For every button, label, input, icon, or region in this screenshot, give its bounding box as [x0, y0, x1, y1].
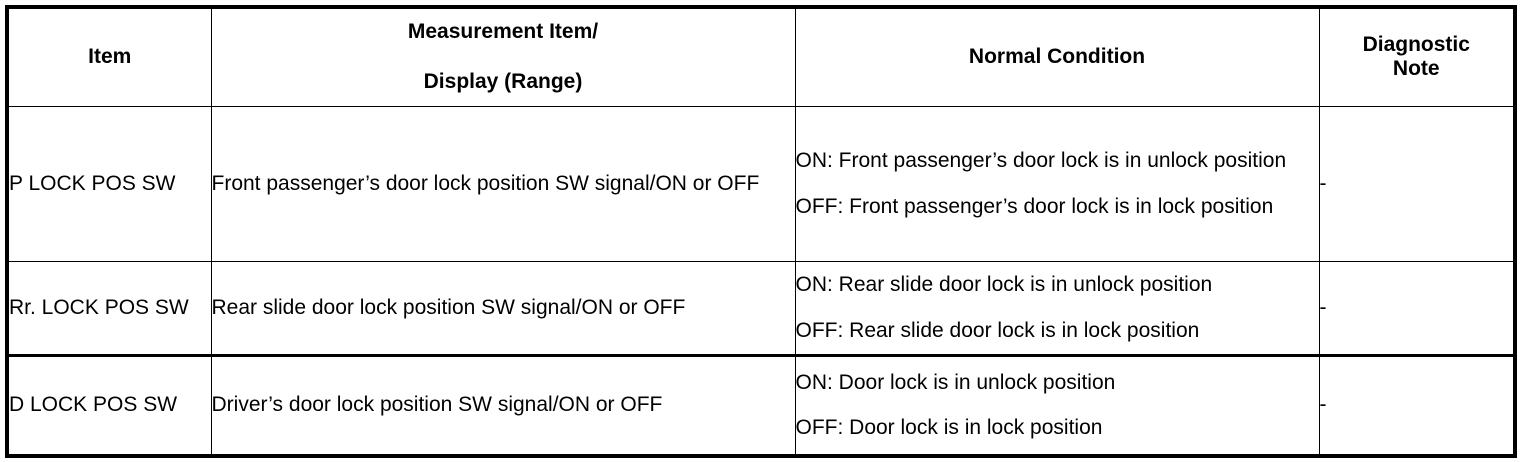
cell-diagnostic-note: - [1318, 260, 1516, 357]
condition-off-text: OFF: Door lock is in lock position [795, 416, 1103, 440]
column-header-note-line1: Diagnostic [1362, 33, 1470, 57]
table-row: P LOCK POS SW Front passenger’s door loc… [6, 105, 1516, 262]
cell-normal-condition: ON: Front passenger’s door lock is in un… [794, 105, 1320, 262]
cell-measurement-item: Rear slide door lock position SW signal/… [210, 260, 796, 357]
cell-diagnostic-note: - [1318, 354, 1516, 456]
condition-on-text: ON: Rear slide door lock is in unlock po… [795, 272, 1213, 296]
column-header-item: Item [6, 6, 212, 107]
diagnostic-specification-table: Item Measurement Item/ Display (Range) N… [5, 5, 1517, 458]
table-header: Item Measurement Item/ Display (Range) N… [6, 6, 1516, 107]
column-header-measurement-item: Measurement Item/ Display (Range) [210, 6, 796, 107]
cell-normal-condition: ON: Door lock is in unlock position OFF:… [794, 354, 1320, 456]
cell-measurement-item: Front passenger’s door lock position SW … [210, 105, 796, 262]
table-row: Rr. LOCK POS SW Rear slide door lock pos… [6, 260, 1516, 357]
column-header-normal-condition: Normal Condition [794, 6, 1320, 107]
cell-item: P LOCK POS SW [6, 105, 212, 262]
specification-table-container: Item Measurement Item/ Display (Range) N… [5, 5, 1517, 458]
table-body: P LOCK POS SW Front passenger’s door loc… [6, 105, 1516, 456]
condition-on-text: ON: Door lock is in unlock position [795, 370, 1116, 394]
condition-on-text: ON: Front passenger’s door lock is in un… [795, 148, 1287, 172]
cell-item: D LOCK POS SW [6, 354, 212, 456]
table-row: D LOCK POS SW Driver’s door lock positio… [6, 354, 1516, 456]
condition-off-text: OFF: Rear slide door lock is in lock pos… [795, 318, 1200, 342]
header-row: Item Measurement Item/ Display (Range) N… [6, 6, 1516, 107]
column-header-measurement-line1: Measurement Item/ [407, 20, 599, 44]
column-header-diagnostic-note: Diagnostic Note [1318, 6, 1516, 107]
cell-measurement-item: Driver’s door lock position SW signal/ON… [210, 354, 796, 456]
cell-item: Rr. LOCK POS SW [6, 260, 212, 357]
cell-diagnostic-note: - [1318, 105, 1516, 262]
column-header-measurement-line2: Display (Range) [423, 70, 583, 94]
cell-normal-condition: ON: Rear slide door lock is in unlock po… [794, 260, 1320, 357]
condition-off-text: OFF: Front passenger’s door lock is in l… [795, 194, 1274, 218]
column-header-note-line2: Note [1392, 57, 1440, 81]
